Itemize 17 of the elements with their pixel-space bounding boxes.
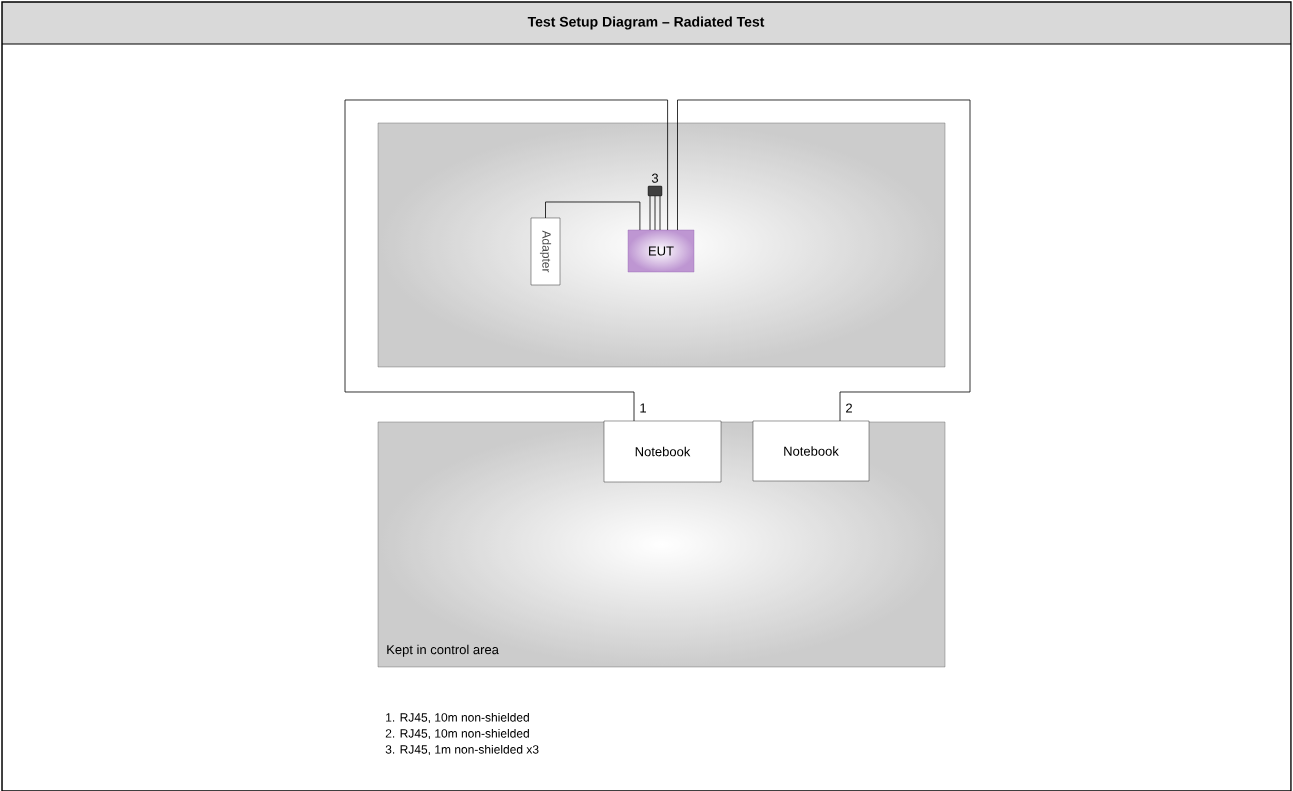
edge-label: 2 <box>846 403 852 413</box>
cable-number: 3 <box>651 173 659 183</box>
cable-line <box>677 99 971 422</box>
adapter-box: Adapter <box>530 217 561 286</box>
notebook-box: Notebook <box>752 420 870 482</box>
edge-label: 1 <box>640 403 646 413</box>
test-table-area <box>377 122 946 368</box>
note-text: 2. RJ45, 10m non-shielded <box>385 728 529 740</box>
connector-block <box>647 185 663 197</box>
cable-line <box>545 201 641 231</box>
notebook-box: Notebook <box>603 420 722 483</box>
note-text: 1. RJ45, 10m non-shielded <box>386 712 529 724</box>
title: Test Setup Diagram – Radiated Test <box>527 16 765 30</box>
cable-line <box>649 195 661 231</box>
eut-box: EUT <box>627 229 695 273</box>
cable-line <box>344 99 668 422</box>
note-text: 3. RJ45, 1m non-shielded x3 <box>385 744 539 756</box>
